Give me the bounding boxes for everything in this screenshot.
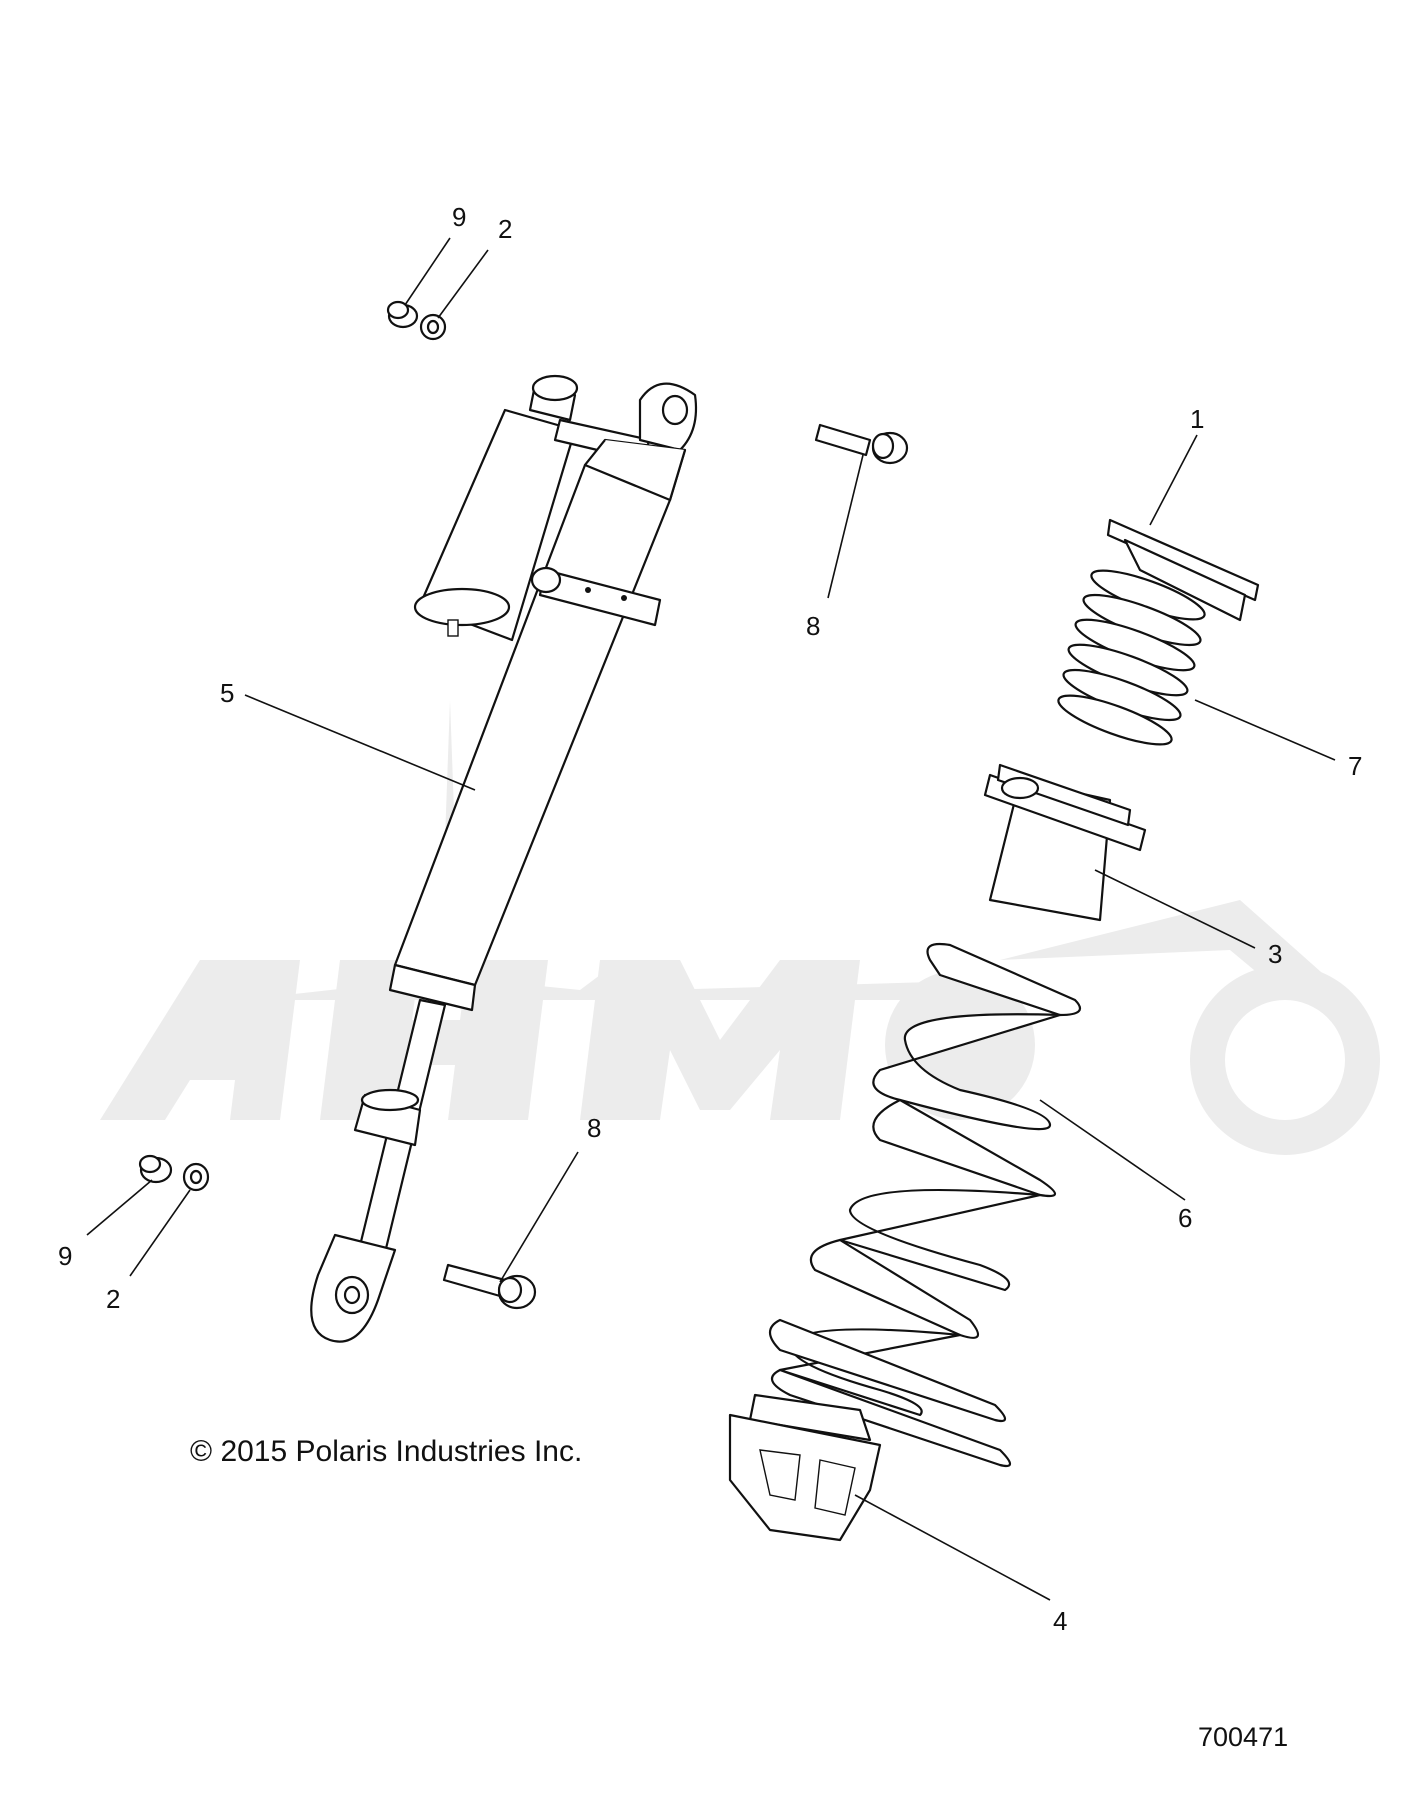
callout-9-bottom: 9 bbox=[58, 1241, 72, 1271]
bolt-8-bottom[interactable] bbox=[442, 1263, 537, 1310]
washer-2-bottom[interactable] bbox=[182, 1162, 210, 1192]
bump-bellows-7[interactable] bbox=[1054, 561, 1209, 753]
callout-9-top: 9 bbox=[452, 202, 466, 232]
callout-8-top: 8 bbox=[806, 611, 820, 641]
bolt-8-top[interactable] bbox=[814, 423, 909, 465]
shock-absorber-5[interactable] bbox=[310, 374, 698, 1343]
callout-2-bottom: 2 bbox=[106, 1284, 120, 1314]
lower-spring-seat-4[interactable] bbox=[728, 1393, 882, 1542]
callout-1: 1 bbox=[1190, 404, 1204, 434]
callout-4: 4 bbox=[1053, 1606, 1067, 1636]
spring-seat-3[interactable] bbox=[983, 763, 1147, 922]
washer-2-top[interactable] bbox=[419, 313, 447, 341]
callout-6: 6 bbox=[1178, 1203, 1192, 1233]
callout-3: 3 bbox=[1268, 939, 1282, 969]
diagram-number: 700471 bbox=[1198, 1722, 1289, 1752]
watermark-logo bbox=[100, 700, 1380, 1155]
coil-spring-6[interactable] bbox=[768, 942, 1082, 1468]
callout-8-bottom: 8 bbox=[587, 1113, 601, 1143]
retainer-plate-1[interactable] bbox=[1106, 518, 1260, 622]
callout-7: 7 bbox=[1348, 751, 1362, 781]
nut-9-top[interactable] bbox=[386, 300, 419, 329]
copyright-notice: © 2015 Polaris Industries Inc. bbox=[190, 1435, 583, 1468]
callout-2-top: 2 bbox=[498, 214, 512, 244]
leader-lines bbox=[86, 237, 1336, 1601]
nut-9-bottom[interactable] bbox=[138, 1154, 173, 1184]
callout-labels: 9 2 1 8 5 7 3 6 8 9 2 4 bbox=[58, 202, 1362, 1636]
callout-5: 5 bbox=[220, 678, 234, 708]
